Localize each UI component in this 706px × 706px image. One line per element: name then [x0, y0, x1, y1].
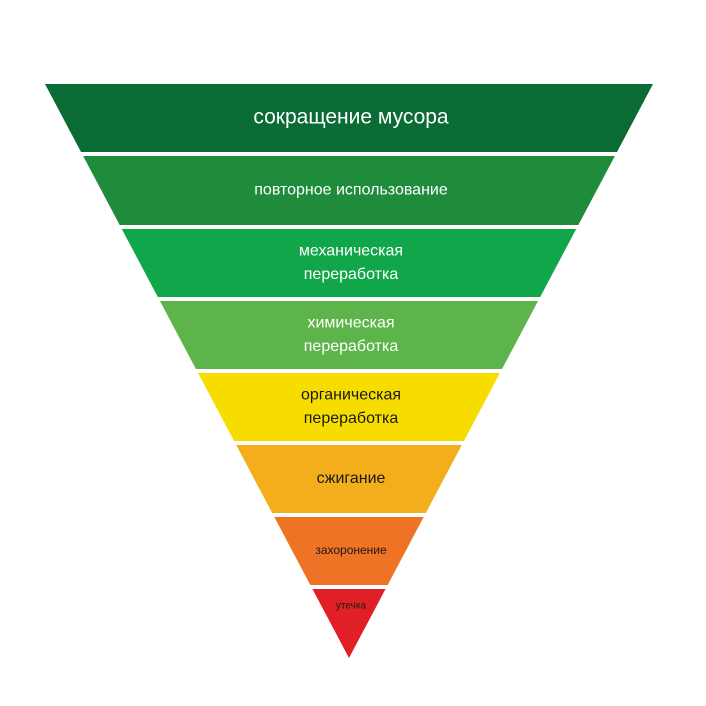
pyramid-level-incineration — [236, 445, 462, 513]
pyramid-level-reduce — [45, 84, 653, 152]
pyramid-label-incineration: сжигание — [317, 470, 386, 487]
pyramid-label-organic-recycling-line-1: органическая — [301, 387, 401, 404]
pyramid-level-landfill — [274, 517, 424, 585]
pyramid-label-chemical-recycling-line-1: химическая — [307, 315, 394, 332]
pyramid-level-chemical-recycling — [159, 301, 539, 369]
pyramid-label-organic-recycling-line-2: переработка — [304, 410, 399, 427]
pyramid-label-leakage: утечка — [336, 601, 367, 612]
pyramid-label-chemical-recycling-line-2: переработка — [304, 338, 399, 355]
pyramid-label-reduce: сокращение мусора — [253, 106, 449, 129]
pyramid-label-mechanical-recycling-line-1: механическая — [299, 243, 403, 260]
pyramid-level-mechanical-recycling — [121, 229, 577, 297]
pyramid-level-organic-recycling — [198, 373, 500, 441]
pyramid-label-reuse: повторное использование — [254, 182, 448, 199]
pyramid-label-mechanical-recycling-line-2: переработка — [304, 266, 399, 283]
pyramid-label-landfill: захоронение — [315, 543, 387, 557]
pyramid-level-leakage — [312, 589, 386, 658]
pyramid-level-reuse — [83, 156, 615, 225]
